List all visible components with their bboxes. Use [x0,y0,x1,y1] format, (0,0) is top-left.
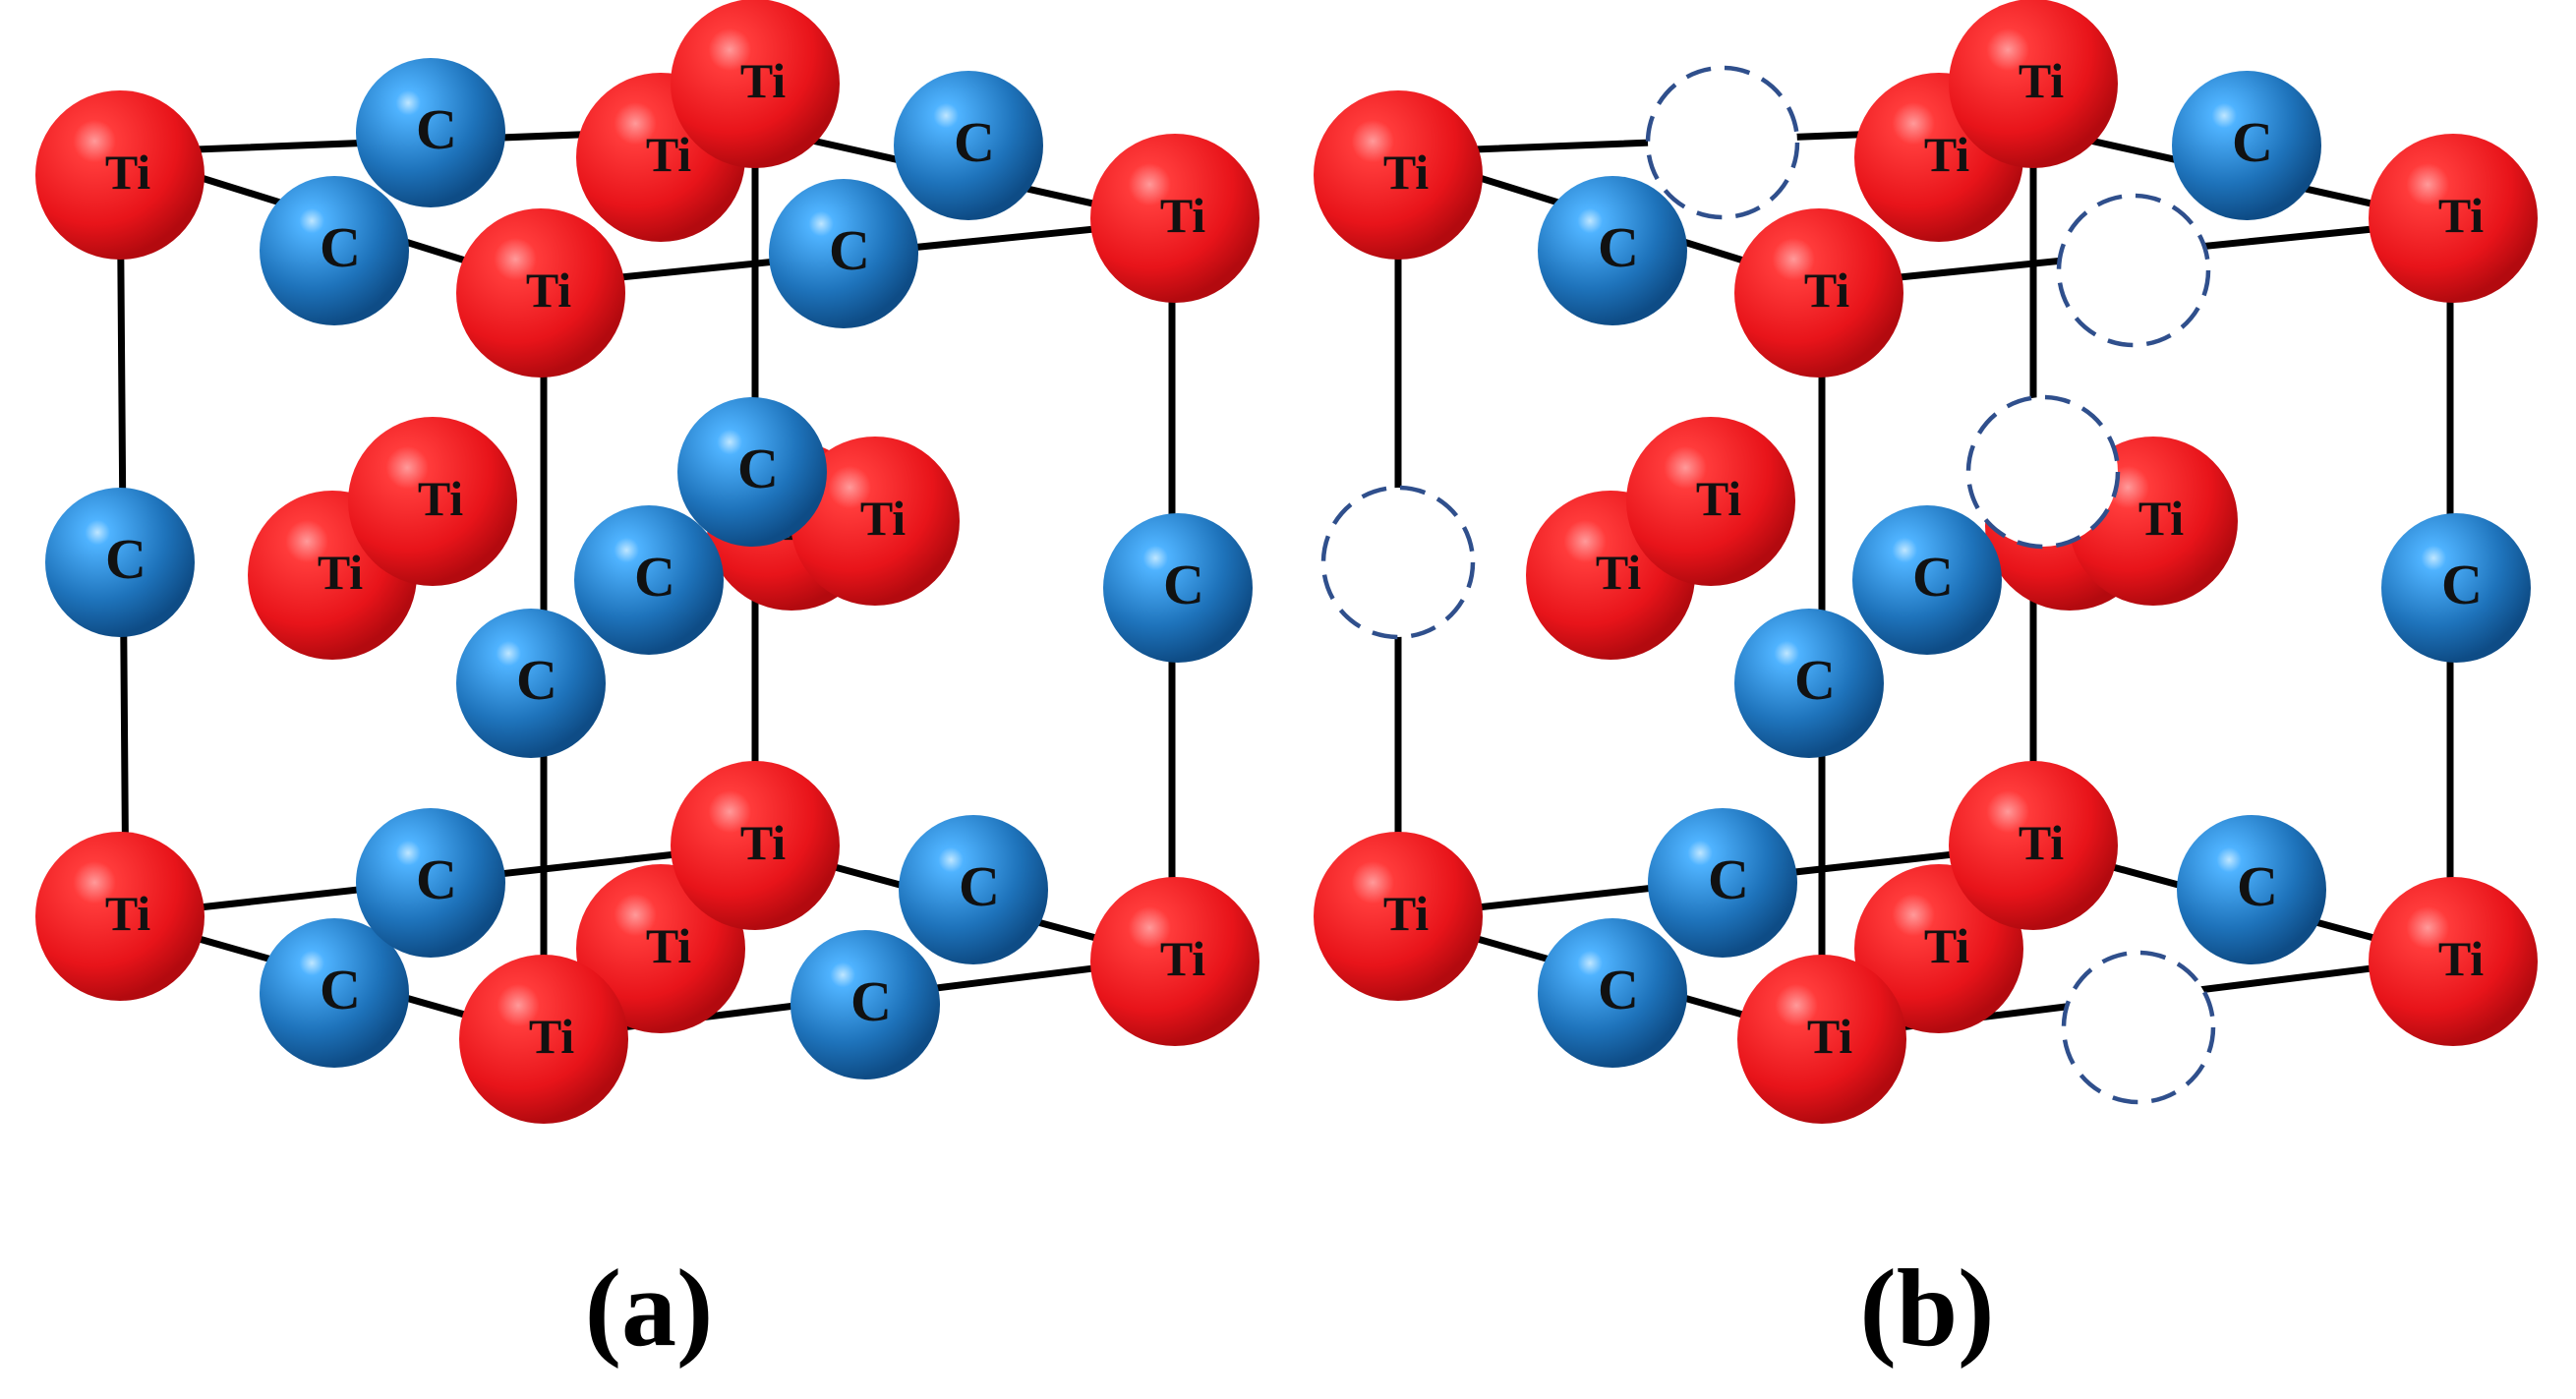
carbon-label: C [516,648,557,712]
panel-a-carbon-atom: C [456,609,606,758]
panel-a-titanium-atom: Ti [1090,134,1259,303]
panel-a-carbon-atom: C [356,808,505,958]
carbon-label: C [737,437,779,500]
titanium-label: Ti [1804,262,1849,318]
panel-a-titanium-atom: Ti [790,437,960,606]
panel-b-titanium-atom: Ti [1949,761,2118,930]
carbon-label: C [829,218,870,282]
carbon-label: C [1708,847,1749,911]
carbon-label: C [320,215,361,279]
panel-a-titanium-atom: Ti [1090,877,1259,1046]
panel-a-carbon-atom: C [894,71,1043,220]
panel-b-carbon-vacancy [1645,65,1800,220]
panel-b-carbon-atom: C [1852,505,2002,655]
carbon-label: C [1598,958,1639,1021]
carbon-label: C [1598,215,1639,279]
titanium-label: Ti [740,53,786,108]
panel-b-carbon-atom: C [2381,513,2531,663]
panel-b-titanium-atom: Ti [1737,955,1906,1124]
titanium-label: Ti [1596,545,1641,600]
carbon-label: C [1912,545,1954,609]
titanium-label: Ti [1160,931,1205,986]
panel-b-carbon-vacancy [1320,485,1476,640]
panel-a-titanium-atom: Ti [456,208,625,378]
panel-b-carbon-atom: C [2177,815,2326,964]
titanium-label: Ti [2138,491,2184,546]
panel-a-carbon-atom: C [899,815,1048,964]
panel-b-carbon-vacancy [2061,950,2216,1105]
carbon-label: C [416,97,457,161]
panel-a-carbon-atom: C [45,488,195,637]
panel-b-titanium-atom: Ti [1314,832,1483,1001]
panel-b-carbon-vacancy [1965,394,2121,550]
titanium-label: Ti [1924,127,1969,182]
titanium-label: Ti [526,262,571,318]
titanium-label: Ti [2438,931,2484,986]
panel-a-titanium-atom: Ti [459,955,628,1124]
titanium-label: Ti [1696,471,1741,526]
carbon-label: C [954,110,995,174]
titanium-label: Ti [1383,886,1429,941]
panel-b-titanium-atom: Ti [2369,877,2538,1046]
panel-a-titanium-atom: Ti [35,832,205,1001]
panel-a-carbon-atom: C [790,930,940,1079]
carbon-label: C [320,958,361,1021]
titanium-label: Ti [860,491,906,546]
panel-b-titanium-atom: Ti [1314,90,1483,260]
panel-b-carbon-atom: C [1648,808,1797,958]
titanium-label: Ti [2019,815,2064,870]
titanium-label: Ti [1924,918,1969,973]
panel-a-carbon-atom: C [260,918,409,1068]
panel-b-carbon-atom: C [1538,176,1687,325]
panel-a: TiTiTiTiCCCCCTiCCTiTiTiCCTiTiCCTiTiTiCCT… [35,0,1259,1124]
titanium-label: Ti [646,127,691,182]
titanium-label: Ti [2019,53,2064,108]
panel-a-titanium-atom: Ti [348,417,517,586]
panel-b-titanium-atom: Ti [1949,0,2118,168]
panel-a-carbon-atom: C [574,505,724,655]
carbon-label: C [2441,553,2483,616]
carbon-label: C [1794,648,1836,712]
panel-a-carbon-atom: C [356,58,505,207]
carbon-label: C [959,854,1000,918]
carbon-label: C [416,847,457,911]
panel-a-carbon-atom: C [260,176,409,325]
titanium-label: Ti [1383,145,1429,200]
panel-b-carbon-vacancy [2056,193,2211,348]
panel-a-carbon-atom: C [677,397,827,547]
panel-a-titanium-atom: Ti [671,0,840,168]
titanium-label: Ti [318,545,363,600]
panel-a-label: (a) [585,1248,714,1370]
panel-b-carbon-atom: C [2172,71,2321,220]
panel-a-titanium-atom: Ti [671,761,840,930]
carbon-label: C [2237,854,2278,918]
titanium-label: Ti [2438,188,2484,243]
panel-b-label: (b) [1860,1248,1995,1370]
titanium-label: Ti [529,1009,574,1064]
titanium-label: Ti [105,886,150,941]
panel-a-carbon-atom: C [1103,513,1253,663]
titanium-label: Ti [740,815,786,870]
titanium-label: Ti [646,918,691,973]
carbon-label: C [105,527,146,591]
carbon-label: C [850,969,892,1033]
panel-b-titanium-atom: Ti [1734,208,1903,378]
carbon-label: C [2232,110,2273,174]
titanium-label: Ti [1160,188,1205,243]
panel-b-titanium-atom: Ti [2369,134,2538,303]
titanium-label: Ti [418,471,463,526]
panel-b-titanium-atom: Ti [1626,417,1795,586]
panel-b-carbon-atom: C [1734,609,1884,758]
panel-a-titanium-atom: Ti [35,90,205,260]
carbon-label: C [1163,553,1204,616]
carbon-label: C [634,545,675,609]
panel-a-carbon-atom: C [769,179,918,328]
panel-b-carbon-atom: C [1538,918,1687,1068]
titanium-label: Ti [1807,1009,1852,1064]
titanium-label: Ti [105,145,150,200]
